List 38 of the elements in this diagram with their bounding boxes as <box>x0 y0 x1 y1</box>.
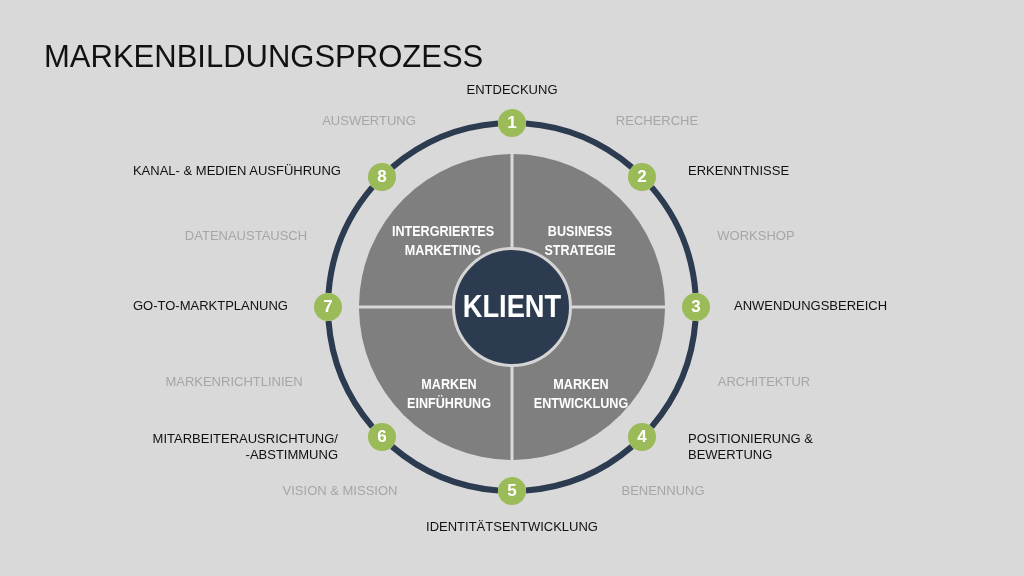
diagram-title: MARKENBILDUNGSPROZESS <box>44 38 484 76</box>
step-circle <box>367 423 396 452</box>
step-label: ERKENNTNISSE <box>688 163 790 179</box>
step-number: 1 <box>507 114 517 132</box>
step-label: GO-TO-MARKTPLANUNG <box>132 298 288 314</box>
step-number: 3 <box>691 298 701 316</box>
ring-arc <box>325 320 375 429</box>
step-number: 6 <box>377 428 387 447</box>
step-circle <box>682 293 710 321</box>
step-label: ENTDECKUNG <box>466 82 558 98</box>
step-label: IDENTITÄTSENTWICKLUNG <box>426 519 598 535</box>
step-number: 5 <box>507 482 517 500</box>
step-circle <box>498 477 526 505</box>
step-label: MITARBEITERAUSRICHTUNG/ -ABSTIMMUNG <box>151 431 338 463</box>
ring-arc <box>649 185 699 294</box>
ring-arc <box>325 185 375 294</box>
ring-arc <box>390 120 499 170</box>
step-circle <box>367 162 396 191</box>
segment-label: MARKEN ENTWICKLUNG <box>533 374 629 412</box>
step-circle <box>314 293 342 321</box>
step-circle <box>628 162 657 191</box>
segment-label: MARKEN EINFÜHRUNG <box>407 374 491 412</box>
center-label: KLIENT <box>462 290 562 324</box>
ring-arc <box>390 444 499 494</box>
step-circle <box>628 423 657 452</box>
step-label: POSITIONIERUNG & BEWERTUNG <box>688 431 814 463</box>
segment-label: BUSINESS STRATEGIE <box>544 221 616 259</box>
step-number: 7 <box>323 298 333 316</box>
ring-arc <box>525 444 634 494</box>
segment-label: INTERGRIERTES MARKETING <box>391 221 495 259</box>
step-label: ANWENDUNGSBEREICH <box>734 298 888 314</box>
ring-arc <box>525 120 634 170</box>
step-number: 2 <box>637 167 647 186</box>
step-label: KANAL- & MEDIEN AUSFÜHRUNG <box>132 163 341 179</box>
step-number: 4 <box>637 428 647 447</box>
step-circle <box>498 109 526 137</box>
step-number: 8 <box>377 167 387 186</box>
ring-arc <box>649 320 699 429</box>
